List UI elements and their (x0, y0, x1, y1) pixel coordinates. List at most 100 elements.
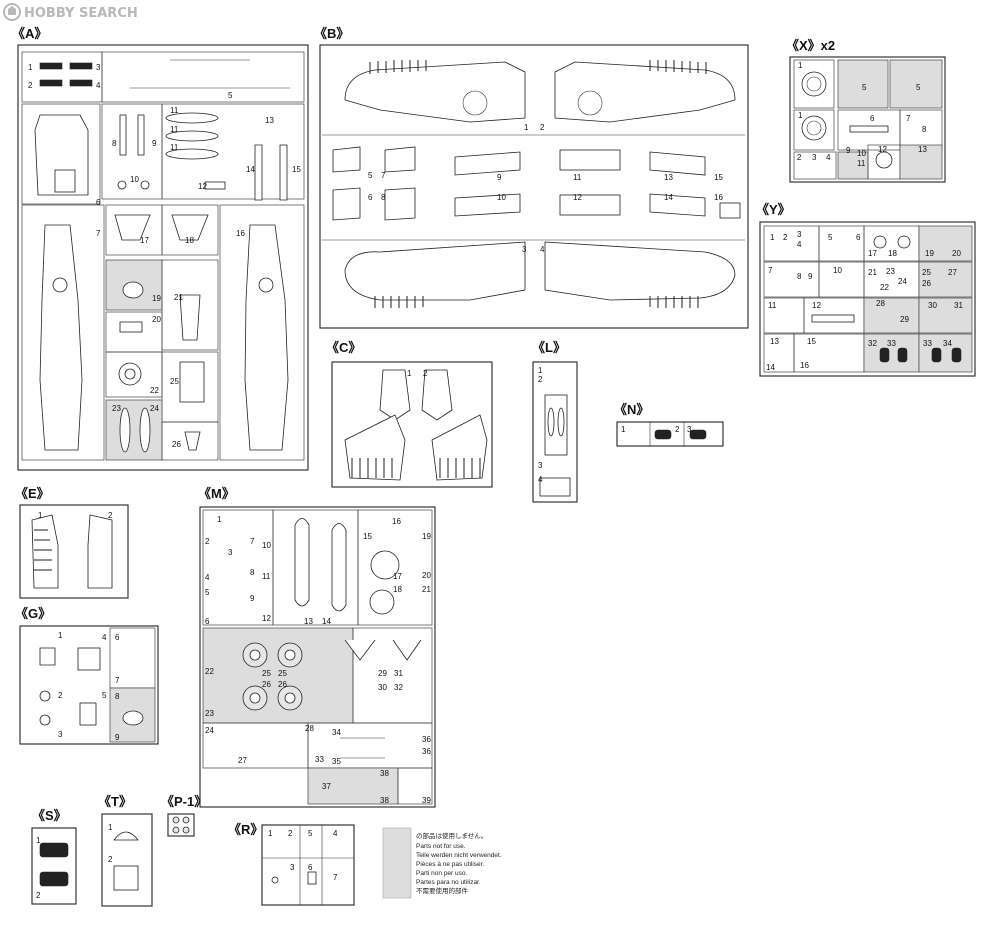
legend-line-es: Partes para no utilizar. (416, 879, 481, 886)
part-number: 26 (172, 440, 181, 449)
part-number: 8 (381, 193, 386, 202)
part-number: 2 (538, 375, 543, 384)
watermark-text: HOBBY SEARCH (24, 6, 138, 21)
part-number: 2 (797, 153, 802, 162)
part-number: 15 (807, 337, 816, 346)
part-number: 5 (205, 588, 210, 597)
runner-a: 《A》 (12, 26, 309, 471)
part-number: 9 (808, 272, 813, 281)
runner-t-label: 《T》 (98, 794, 132, 809)
part-number: 16 (392, 517, 401, 526)
part-number: 7 (768, 266, 773, 275)
part-number: 4 (797, 240, 802, 249)
part-number: 22 (205, 667, 214, 676)
part-number: 9 (846, 146, 851, 155)
part-number: 1 (770, 233, 775, 242)
runner-y: 《Y》 1 2 3 4 5 6 7 8 9 10 (756, 202, 976, 377)
part-number: 16 (236, 229, 245, 238)
part-number: 1 (538, 366, 543, 375)
part-number: 8 (115, 692, 120, 701)
part-number: 39 (422, 796, 431, 805)
runner-t: 《T》 1 2 (98, 794, 153, 907)
runner-c: 《C》 1 2 (326, 340, 493, 488)
runner-b-label: 《B》 (314, 26, 349, 41)
legend-line-ja: の部品は使用しません。 (416, 831, 487, 840)
watermark-logo-icon (3, 3, 21, 21)
part-number: 2 (783, 233, 788, 242)
part-number: 3 (812, 153, 817, 162)
part-number: 30 (928, 301, 937, 310)
part-number: 3 (538, 461, 543, 470)
part-number: 28 (876, 299, 885, 308)
part-number: 10 (857, 149, 866, 158)
part-number: 6 (870, 114, 875, 123)
part-number: 2 (108, 855, 113, 864)
part-number: 5 (828, 233, 833, 242)
part-number: 22 (880, 283, 889, 292)
part-number: 16 (800, 361, 809, 370)
part-number: 25 (278, 669, 287, 678)
part-number: 3 (797, 230, 802, 239)
part-number: 12 (198, 182, 207, 191)
part-number: 2 (108, 511, 113, 520)
part-number: 23 (112, 404, 121, 413)
part-number: 37 (322, 782, 331, 791)
part-number: 32 (868, 339, 877, 348)
part-number: 30 (378, 683, 387, 692)
part-number: 33 (887, 339, 896, 348)
part-number: 25 (170, 377, 179, 386)
part-number: 19 (152, 294, 161, 303)
legend-gray-swatch (382, 827, 412, 899)
runner-r-part-numbers: 1 2 3 4 5 6 7 (268, 829, 338, 882)
part-number: 5 (308, 829, 313, 838)
runner-r: 《R》 1 2 3 4 5 6 7 (228, 822, 355, 906)
runner-c-label: 《C》 (326, 340, 361, 355)
part-number: 13 (265, 116, 274, 125)
runner-n: 《N》 1 2 3 (614, 402, 724, 447)
runner-y-part-numbers: 1 2 3 4 5 6 7 8 9 10 11 12 13 14 15 16 1… (766, 230, 963, 372)
part-number: 10 (130, 175, 139, 184)
part-number: 7 (115, 676, 120, 685)
runner-g-label: 《G》 (15, 606, 51, 621)
part-number: 4 (538, 475, 543, 484)
part-number: 14 (246, 165, 255, 174)
part-number: 12 (878, 145, 887, 154)
part-number: 24 (150, 404, 159, 413)
legend-line-de: Teile werden nicht verwendet. (416, 852, 502, 859)
part-number: 1 (58, 631, 63, 640)
part-number: 1 (36, 836, 41, 845)
part-number: 4 (96, 81, 101, 90)
part-number: 1 (28, 63, 33, 72)
part-number: 11 (768, 301, 777, 310)
part-number: 1 (798, 61, 803, 70)
runner-n-label: 《N》 (614, 402, 649, 417)
part-number: 12 (573, 193, 582, 202)
part-number: 33 (923, 339, 932, 348)
runner-g: 《G》 1 2 3 4 5 6 7 8 9 (15, 606, 159, 745)
runner-s-part-numbers: 1 2 (36, 836, 41, 900)
part-number: 13 (918, 145, 927, 154)
runner-c-part-numbers: 1 2 (407, 369, 428, 378)
part-number: 4 (333, 829, 338, 838)
legend-line-it: Parti non per uso. (416, 870, 468, 877)
part-number: 6 (368, 193, 373, 202)
part-number: 12 (262, 614, 271, 623)
runner-l: 《L》 1 2 3 4 (532, 340, 578, 503)
part-number: 2 (36, 891, 41, 900)
part-number: 6 (96, 198, 101, 207)
part-number: 3 (58, 730, 63, 739)
part-number: 17 (868, 249, 877, 258)
part-number: 1 (38, 511, 43, 520)
part-number: 16 (714, 193, 723, 202)
part-number: 19 (422, 532, 431, 541)
part-number: 24 (205, 726, 214, 735)
part-number: 4 (826, 153, 831, 162)
part-number: 14 (664, 193, 673, 202)
part-number: 4 (540, 245, 545, 254)
part-number: 11 (170, 143, 179, 152)
part-number: 29 (378, 669, 387, 678)
part-number: 4 (102, 633, 107, 642)
part-number: 7 (381, 171, 386, 180)
runner-m-part-numbers: 1 2 3 4 5 6 7 8 9 10 11 12 13 14 15 16 1… (205, 515, 431, 805)
